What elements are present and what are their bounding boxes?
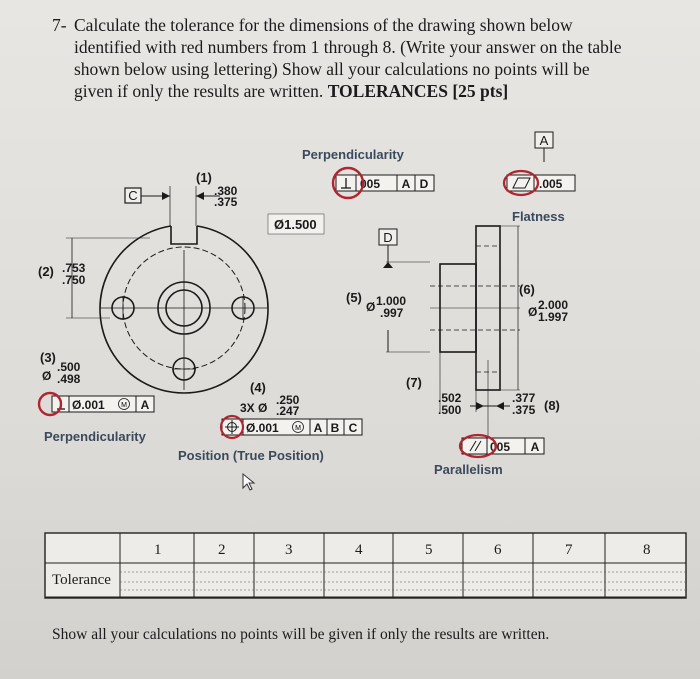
footer-instruction: Show all your calculations no points wil… xyxy=(52,626,550,643)
svg-text:C: C xyxy=(128,188,137,203)
dim-6-upper: 2.000 xyxy=(538,298,568,312)
label-n2: (2) xyxy=(38,264,54,279)
svg-text:A: A xyxy=(402,177,411,191)
position-label: Position (True Position) xyxy=(178,448,324,463)
label-n5: (5) xyxy=(346,290,362,305)
flatness-label: Flatness xyxy=(512,209,565,224)
svg-text:M: M xyxy=(121,402,127,409)
keyway xyxy=(170,226,198,245)
dim-2-upper: .753 xyxy=(62,261,86,275)
svg-text:A: A xyxy=(540,133,549,148)
dim-1-upper: .380 xyxy=(214,184,238,198)
col-header-5: 5 xyxy=(425,542,433,558)
front-view xyxy=(66,225,269,394)
fcf-perpendicularity-3: Ø.001 M A xyxy=(37,391,155,417)
dim-2-lower: .750 xyxy=(62,273,86,287)
parallelism-label: Parallelism xyxy=(434,462,503,477)
dim-3-prefix: Ø xyxy=(42,369,51,383)
dim-8-lower: .375 xyxy=(512,403,536,417)
perpendicularity-top-label: Perpendicularity xyxy=(302,147,405,162)
question-points: TOLERANCES [25 pts] xyxy=(327,81,509,101)
dim-7-lower: .500 xyxy=(438,403,462,417)
col-header-2: 2 xyxy=(218,542,226,558)
svg-text:005: 005 xyxy=(360,177,380,191)
svg-text:D: D xyxy=(383,230,392,245)
dim-5-upper: 1.000 xyxy=(376,294,406,308)
dim-1-lower: .375 xyxy=(214,195,238,209)
datum-d: D xyxy=(378,228,398,352)
red-circle-flatness xyxy=(502,169,540,197)
dim-5-lower: .997 xyxy=(380,306,404,320)
datum-c: C xyxy=(124,186,220,226)
question-line-1: Calculate the tolerance for the dimensio… xyxy=(74,15,573,35)
svg-text:A: A xyxy=(141,398,150,412)
col-header-8: 8 xyxy=(643,542,651,558)
svg-text:Ø.001: Ø.001 xyxy=(246,421,279,435)
row-label-tolerance: Tolerance xyxy=(52,572,111,588)
dim-3-lower: .498 xyxy=(57,372,81,386)
question-line-2: identified with red numbers from 1 throu… xyxy=(74,37,622,57)
table-frame xyxy=(44,532,687,599)
svg-text:.005: .005 xyxy=(539,177,563,191)
datum-a: A xyxy=(534,131,554,162)
dim-5-prefix: Ø xyxy=(366,300,375,314)
question-number: 7- xyxy=(52,15,67,35)
label-n8: (8) xyxy=(544,398,560,413)
svg-text:C: C xyxy=(349,421,358,435)
dim-3-upper: .500 xyxy=(57,360,81,374)
red-circle-parallelism xyxy=(458,433,498,459)
tolerance-table: 1 2 3 4 5 6 7 8 Tolerance xyxy=(44,532,687,599)
svg-text:M: M xyxy=(295,425,301,432)
dim-4-prefix: 3X Ø xyxy=(240,401,267,415)
col-header-1: 1 xyxy=(154,542,162,558)
label-n7: (7) xyxy=(406,375,422,390)
label-n6: (6) xyxy=(519,282,535,297)
svg-text:A: A xyxy=(314,421,323,435)
red-circle-top xyxy=(331,166,365,200)
dim-4-upper: .250 xyxy=(276,393,300,407)
question-line-4: given if only the results are written. xyxy=(74,81,324,101)
red-circle-3 xyxy=(37,391,63,417)
dim-8-upper: .377 xyxy=(512,391,536,405)
dim-6-lower: 1.997 xyxy=(538,310,568,324)
label-n1: (1) xyxy=(196,170,212,185)
col-header-6: 6 xyxy=(494,542,502,558)
svg-text:Ø.001: Ø.001 xyxy=(72,398,105,412)
dim-6-prefix: Ø xyxy=(528,305,537,319)
dim-4-lower: .247 xyxy=(276,404,300,418)
fcf-perpendicularity-top: 005 A D xyxy=(331,166,435,200)
mouse-cursor-icon xyxy=(242,472,256,491)
flatness-icon xyxy=(512,177,531,189)
mmc-modifier-icon xyxy=(118,398,130,410)
fcf-flatness: .005 xyxy=(502,169,576,197)
col-header-7: 7 xyxy=(565,542,573,558)
label-n3: (3) xyxy=(40,350,56,365)
svg-text:B: B xyxy=(331,421,340,435)
label-n4: (4) xyxy=(250,380,266,395)
dia-1500-label: Ø1.500 xyxy=(274,217,317,232)
question-line-3: shown below using lettering) Show all yo… xyxy=(74,59,590,79)
col-header-4: 4 xyxy=(355,542,363,558)
col-header-3: 3 xyxy=(285,542,293,558)
perpendicularity-bottom-label: Perpendicularity xyxy=(44,429,147,444)
side-view xyxy=(386,225,520,440)
parallelism-icon xyxy=(469,440,477,452)
svg-text:D: D xyxy=(420,177,429,191)
svg-text:A: A xyxy=(531,440,540,454)
outer-circle xyxy=(99,225,269,394)
mmc-modifier-icon xyxy=(292,421,304,433)
red-circle-4 xyxy=(219,414,245,440)
dia-1500-box xyxy=(267,213,325,235)
fcf-parallelism: 005 A xyxy=(458,433,545,459)
fcf-position-4: Ø.001 M A B C xyxy=(219,414,363,440)
dim-7-upper: .502 xyxy=(438,391,462,405)
